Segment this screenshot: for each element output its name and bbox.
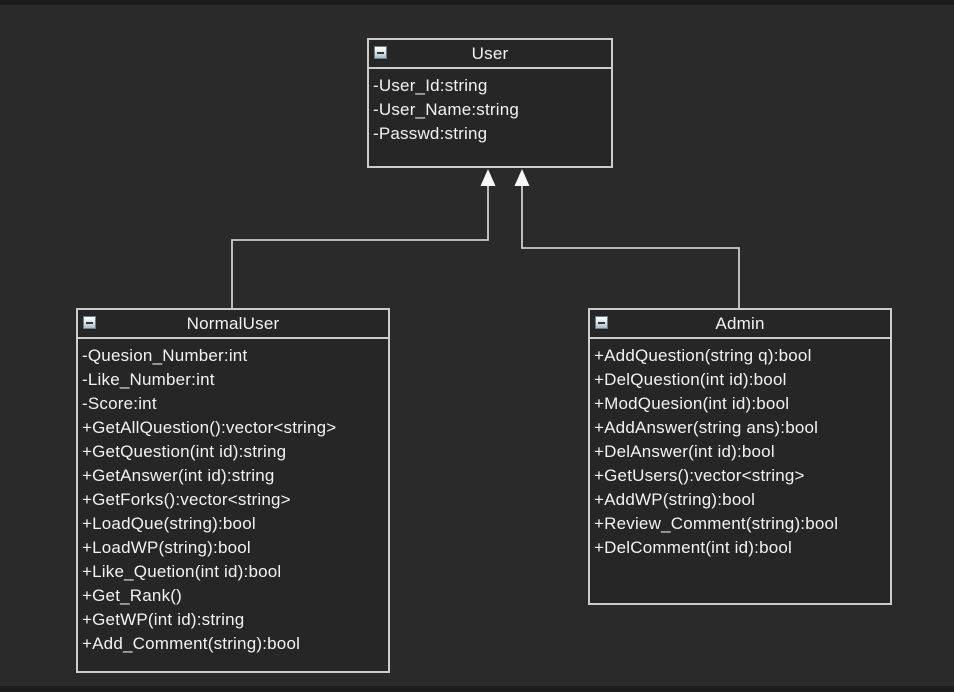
inheritance-arrow-admin-to-user[interactable] <box>521 184 740 309</box>
class-members: -Quesion_Number:int -Like_Number:int -Scor… <box>78 339 388 656</box>
arrowhead-icon <box>514 169 530 186</box>
minus-square-icon[interactable] <box>83 316 96 329</box>
class-member: +LoadWP(string):bool <box>82 538 251 557</box>
class-member: +GetQuestion(int id):string <box>82 442 287 461</box>
class-member: +AddQuestion(string q):bool <box>594 346 812 365</box>
class-member: +Add_Comment(string):bool <box>82 634 301 653</box>
class-member: -Quesion_Number:int <box>82 346 248 365</box>
class-members: -User_Id:string -User_Name:string -Passwd:… <box>369 69 611 146</box>
class-title-bar: Admin <box>590 310 890 339</box>
class-member: -Passwd:string <box>373 124 488 143</box>
class-member: -User_Name:string <box>373 100 520 119</box>
bottom-edge-strip <box>0 686 954 692</box>
class-member: -Score:int <box>82 394 157 413</box>
class-title: NormalUser <box>186 313 280 333</box>
class-member: +ModQuesion(int id):bool <box>594 394 790 413</box>
class-member: +GetUsers():vector<string> <box>594 466 805 485</box>
class-member: +Like_Quetion(int id):bool <box>82 562 282 581</box>
class-box-user[interactable]: User -User_Id:string -User_Name:string -Pa… <box>367 38 613 168</box>
top-edge-strip <box>0 0 954 5</box>
class-box-admin[interactable]: Admin +AddQuestion(string q):bool +DelQue… <box>588 308 892 605</box>
class-member: +GetWP(int id):string <box>82 610 245 629</box>
class-member: -Like_Number:int <box>82 370 215 389</box>
class-member: +AddWP(string):bool <box>594 490 756 509</box>
class-members: +AddQuestion(string q):bool +DelQuestion(… <box>590 339 890 560</box>
class-box-normaluser[interactable]: NormalUser -Quesion_Number:int -Like_Numb… <box>76 308 390 673</box>
class-title-bar: NormalUser <box>78 310 388 339</box>
class-member: +Get_Rank() <box>82 586 182 605</box>
class-member: +GetAnswer(int id):string <box>82 466 275 485</box>
class-member: +DelComment(int id):bool <box>594 538 793 557</box>
class-member: +GetForks():vector<string> <box>82 490 291 509</box>
class-title: User <box>471 43 509 63</box>
class-member: +GetAllQuestion():vector<string> <box>82 418 337 437</box>
class-member: +DelAnswer(int id):bool <box>594 442 775 461</box>
minus-square-icon[interactable] <box>595 316 608 329</box>
class-member: +AddAnswer(string ans):bool <box>594 418 819 437</box>
class-member: +DelQuestion(int id):bool <box>594 370 787 389</box>
class-title-bar: User <box>369 40 611 69</box>
class-member: +LoadQue(string):bool <box>82 514 256 533</box>
inheritance-arrow-normaluser-to-user[interactable] <box>231 184 489 309</box>
minus-square-icon[interactable] <box>374 46 387 59</box>
arrowhead-icon <box>480 169 496 186</box>
class-member: -User_Id:string <box>373 76 488 95</box>
class-member: +Review_Comment(string):bool <box>594 514 839 533</box>
class-title: Admin <box>715 313 765 333</box>
